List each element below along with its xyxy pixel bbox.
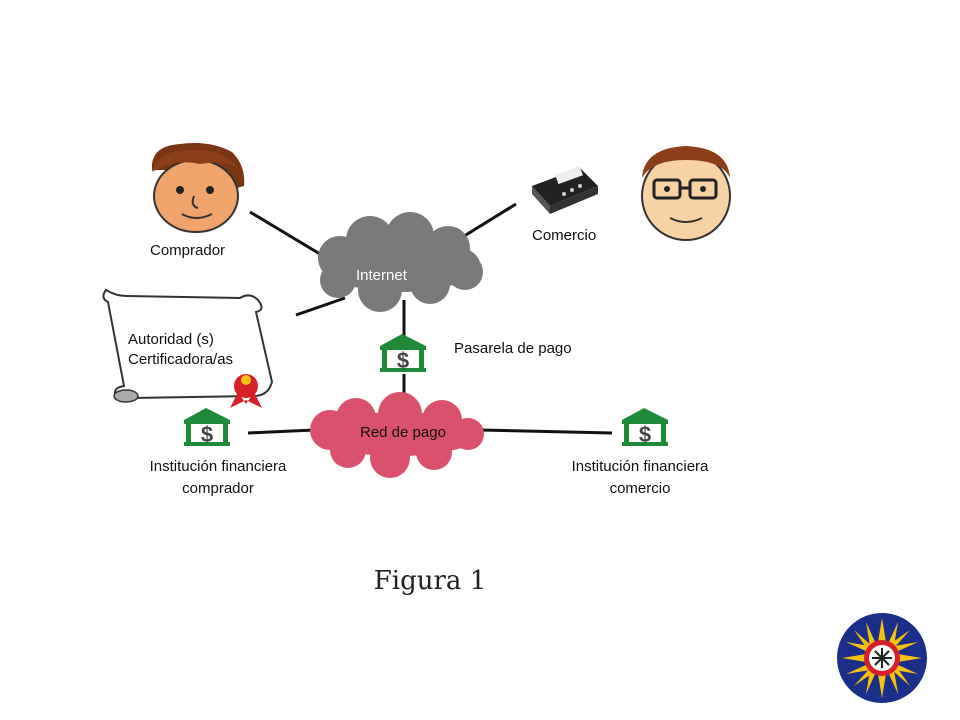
buyer-label: Comprador (150, 242, 226, 259)
university-logo-icon (837, 613, 927, 703)
buyer-face-icon (151, 143, 245, 233)
certificate-authority-label: Autoridad (s) Certificadora/as (128, 330, 233, 370)
certificate-scroll-icon (102, 288, 274, 408)
svg-text:$: $ (201, 422, 213, 447)
figure-caption: Figura 1 (373, 566, 487, 596)
merchant-bank-label: Institución financiera comercio (540, 456, 740, 500)
payment-gateway-label: Pasarela de pago (454, 340, 572, 357)
internet-cloud (318, 212, 483, 312)
buyer-bank-label: Institución financiera comprador (118, 456, 318, 500)
certificate-authority-line2: Certificadora/as (128, 351, 234, 368)
payment-network-cloud (310, 392, 484, 478)
bank-dollar-icon: $ (380, 334, 426, 373)
merchant-bank-line1: Institución financiera (571, 458, 709, 475)
buyer-bank-line1: Institución financiera (149, 458, 287, 475)
svg-text:$: $ (639, 422, 651, 447)
bank-dollar-icon: $ (622, 408, 668, 447)
merchant-bank-line2: comercio (609, 480, 671, 497)
merchant-label: Comercio (532, 227, 597, 244)
fax-machine-icon (532, 165, 598, 214)
payment-network-label: Red de pago (360, 424, 446, 441)
internet-label: Internet (356, 267, 407, 284)
certificate-authority-line1: Autoridad (s) (128, 331, 214, 348)
buyer-bank-line2: comprador (182, 480, 254, 497)
bank-dollar-icon: $ (184, 408, 230, 447)
merchant-face-icon (641, 146, 731, 241)
svg-text:$: $ (397, 348, 409, 373)
